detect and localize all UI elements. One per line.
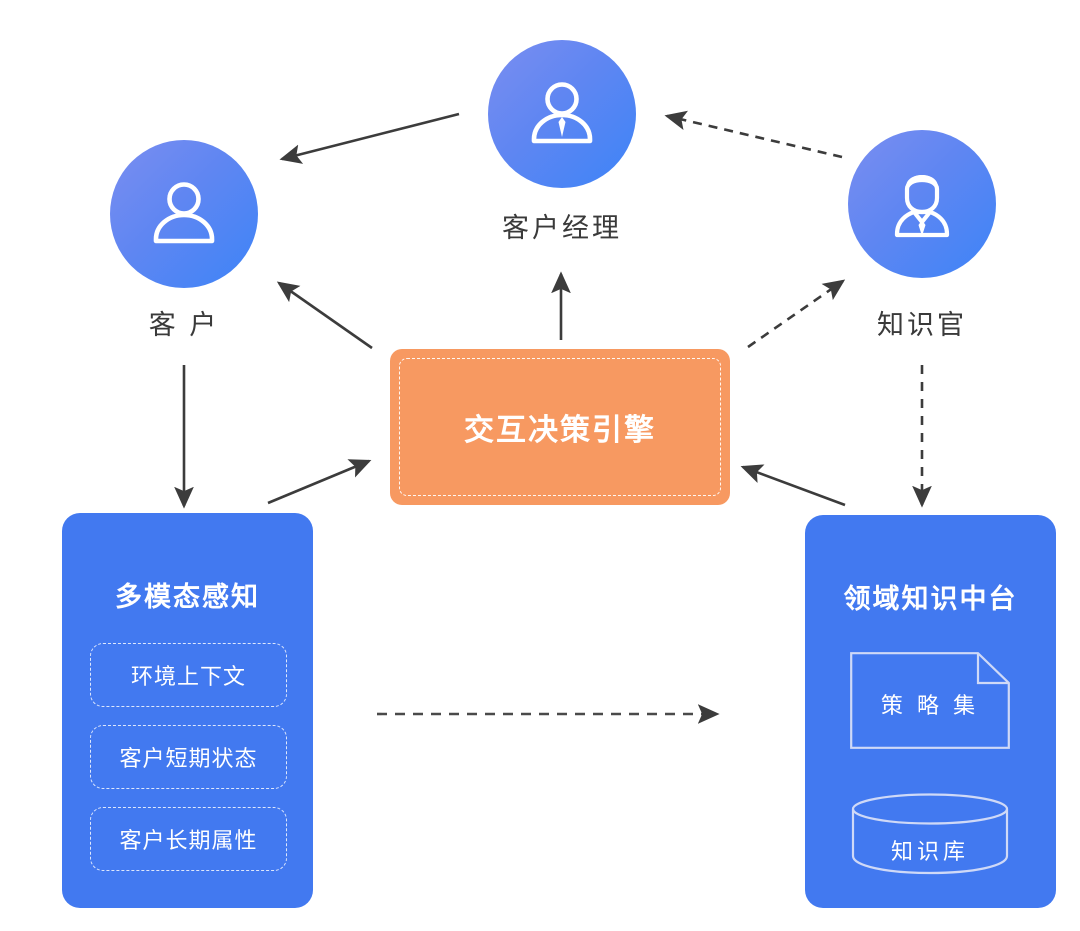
officer-avatar-icon <box>894 175 950 238</box>
document-strategy-set[interactable]: 策 略 集 <box>850 652 1010 749</box>
actor-customer-circle[interactable] <box>110 140 258 288</box>
chip-customer-long-term-attributes[interactable]: 客户长期属性 <box>90 807 287 871</box>
user-avatar-icon <box>153 182 215 244</box>
chip-label: 客户长期属性 <box>119 828 258 853</box>
left-panel-title: 多模态感知 <box>115 582 260 612</box>
edge-left-panel-to-engine <box>267 459 372 505</box>
edge-engine-to-customer <box>276 281 373 350</box>
actor-manager-circle[interactable] <box>488 40 636 188</box>
actor-knowledge-label: 知识官 <box>877 310 967 340</box>
interaction-decision-engine[interactable]: 交互决策引擎 <box>390 349 730 505</box>
actor-customer-label: 客 户 <box>148 310 220 340</box>
database-knowledge-base[interactable]: 知识库 <box>850 792 1010 880</box>
left-panel-multimodal-perception[interactable]: 多模态感知 环境上下文 客户短期状态 客户长期属性 <box>62 513 313 908</box>
edge-manager-to-customer <box>279 112 460 164</box>
actor-manager-label: 客户经理 <box>502 213 622 243</box>
engine-inner-dashed-border <box>399 358 721 496</box>
database-cylinder-icon <box>851 793 1009 875</box>
actor-knowledge-circle[interactable] <box>848 130 996 278</box>
edge-right-panel-to-engine <box>740 464 846 507</box>
edge-knowledge-to-manager <box>664 110 843 159</box>
document-label: 策 略 集 <box>880 693 980 718</box>
document-icon <box>850 652 1010 749</box>
user-tie-avatar-icon <box>531 82 593 144</box>
database-label: 知识库 <box>890 839 969 864</box>
right-panel-title: 领域知识中台 <box>843 584 1018 614</box>
engine-title: 交互决策引擎 <box>464 414 656 447</box>
right-panel-domain-knowledge-hub[interactable]: 领域知识中台 策 略 集 知识库 <box>805 515 1056 908</box>
chip-label: 环境上下文 <box>130 664 246 689</box>
edge-engine-to-knowledge <box>747 279 846 349</box>
chip-customer-short-term-state[interactable]: 客户短期状态 <box>90 725 287 789</box>
chip-label: 客户短期状态 <box>119 746 258 771</box>
chip-environment-context[interactable]: 环境上下文 <box>90 643 287 707</box>
